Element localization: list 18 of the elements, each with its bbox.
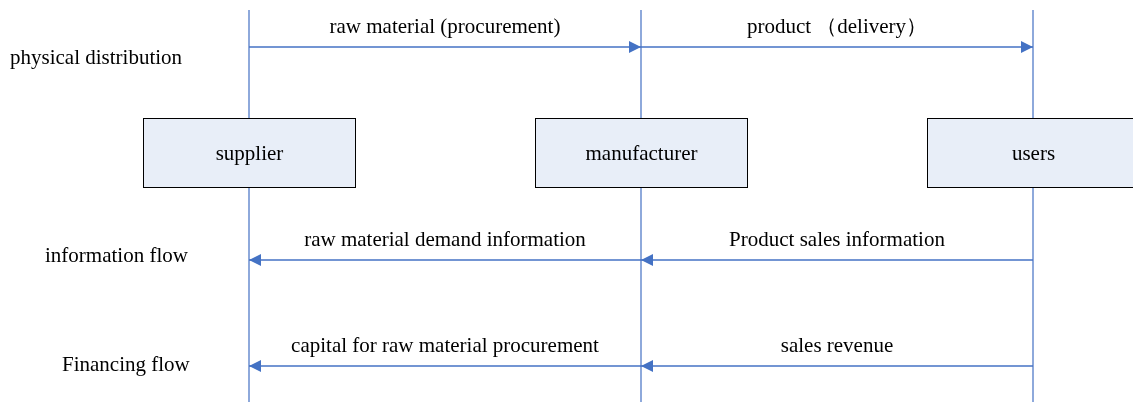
- row-label: information flow: [45, 243, 188, 267]
- row-label: physical distribution: [10, 45, 183, 69]
- arrow: [640, 360, 1034, 372]
- edge-label: raw material demand information: [304, 227, 586, 251]
- arrow: [640, 254, 1034, 266]
- process-box: manufacturer: [535, 118, 748, 188]
- edge-label: product （delivery）: [746, 14, 928, 38]
- edge-label: Product sales information: [729, 227, 945, 251]
- arrow: [248, 254, 642, 266]
- edge-label: capital for raw material procurement: [291, 333, 599, 357]
- edge-label: sales revenue: [780, 333, 894, 357]
- arrow: [248, 360, 642, 372]
- edge-label: raw material (procurement): [329, 14, 561, 38]
- arrow: [640, 41, 1034, 53]
- process-box: users: [927, 118, 1133, 188]
- row-label: Financing flow: [62, 352, 190, 376]
- process-box: supplier: [143, 118, 356, 188]
- arrow: [248, 41, 642, 53]
